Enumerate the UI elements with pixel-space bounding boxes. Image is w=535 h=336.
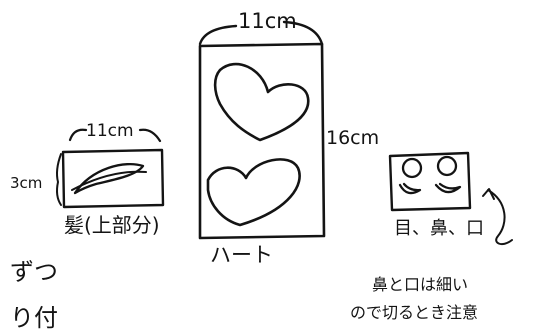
hair-width-bracket-left [68,128,88,142]
note-arrowhead [482,188,495,200]
hair-height-bracket [56,153,62,206]
eye-left [401,157,423,179]
heart-piece: 11cm 16cm ハート [198,9,379,267]
note-arrow [487,189,513,246]
face-piece: 目、鼻、口 鼻と口は細い ので切るとき注意 [350,151,513,322]
hair-shape [73,162,145,195]
heart-width-bracket-right [282,20,324,46]
eye-right [436,155,458,177]
hair-width-label: 11cm [86,121,134,141]
heart-width-label: 11cm [238,9,297,33]
cropped-left-text: ずつ り付 [10,258,58,332]
face-note-line2: ので切るとき注意 [350,303,478,322]
hair-piece: 11cm 3cm 髪(上部分) [10,121,165,237]
face-note-line1: 鼻と口は細い [372,275,468,294]
hair-rectangle [61,148,165,209]
heart-height-label: 16cm [326,127,379,149]
nose-shape [398,182,422,195]
hair-width-bracket-right [138,128,162,143]
mouth-shape [434,182,462,194]
heart-shape-lower [206,158,301,227]
heart-caption: ハート [210,243,273,267]
heart-rectangle [198,42,326,240]
cropped-text-line2: り付 [10,304,58,332]
hair-shape-stroke [71,170,147,191]
face-caption: 目、鼻、口 [394,218,484,239]
heart-width-bracket-left [198,24,238,46]
heart-shape-upper [213,62,310,142]
hair-height-label: 3cm [10,174,42,192]
hair-caption: 髪(上部分) [64,213,160,237]
cropped-text-line1: ずつ [10,258,58,286]
face-rectangle [388,151,472,212]
